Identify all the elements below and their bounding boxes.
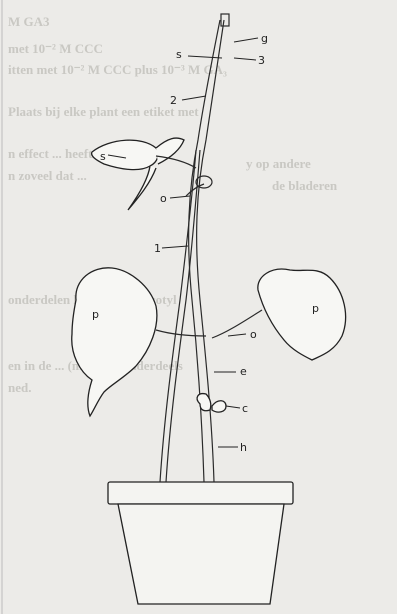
label-2: 2 [170, 94, 177, 107]
label-o-lower: o [250, 328, 257, 341]
cotyledon-c [197, 394, 226, 412]
label-s-leaf: s [100, 150, 106, 163]
label-o-upper: o [160, 192, 167, 205]
label-c: c [242, 402, 248, 415]
small-leaf-s [92, 138, 196, 210]
label-p-right: p [312, 302, 319, 315]
petiole-upper [186, 184, 204, 196]
left-leaf-p [72, 268, 206, 416]
label-s-top: s [176, 48, 182, 61]
label-e: e [240, 365, 247, 378]
plant-pot [108, 482, 293, 604]
label-h: h [240, 441, 247, 454]
label-1: 1 [154, 242, 161, 255]
right-leaf-p [212, 269, 346, 360]
label-3: 3 [258, 54, 265, 67]
label-p-left: p [92, 308, 99, 321]
leader-lines [108, 38, 258, 447]
label-g: g [261, 32, 268, 45]
